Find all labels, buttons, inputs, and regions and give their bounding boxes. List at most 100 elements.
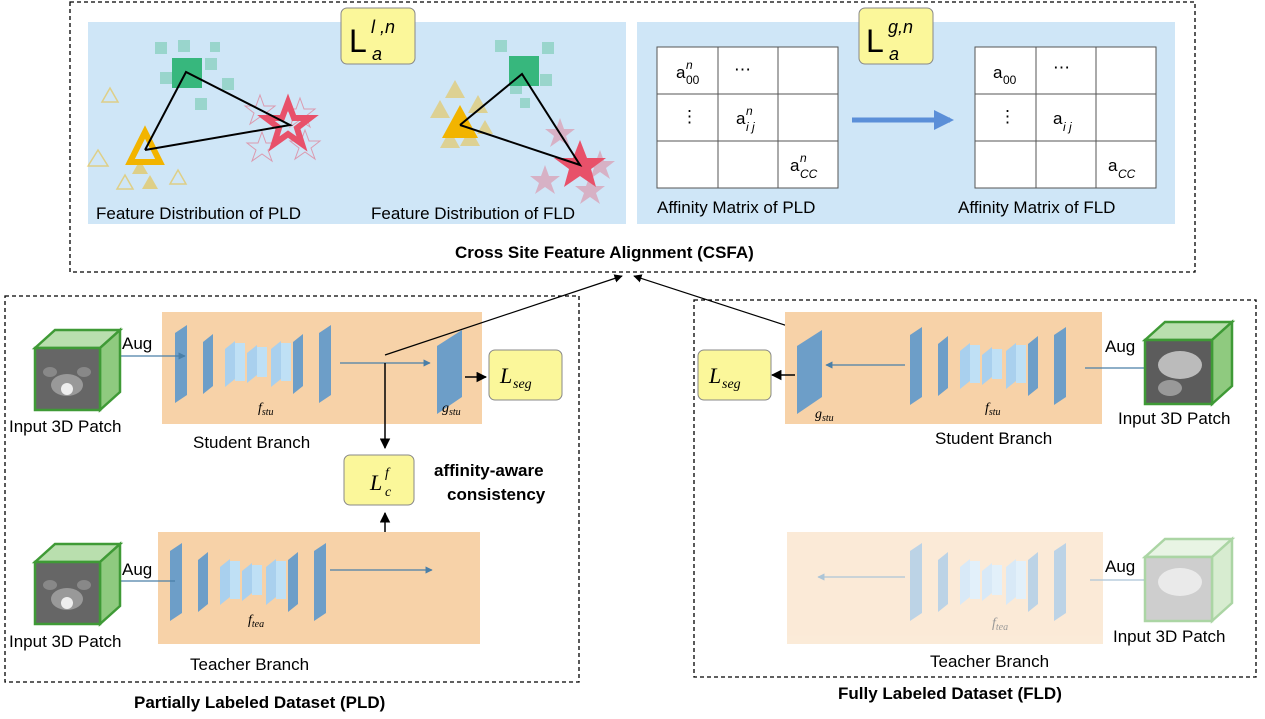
svg-text:i j: i j <box>746 120 755 134</box>
svg-text:a: a <box>790 156 800 175</box>
svg-text:L: L <box>369 470 382 495</box>
pld-frame <box>4 295 580 683</box>
network-layer <box>170 543 182 621</box>
pld-teacher-branch-label: Teacher Branch <box>190 655 309 674</box>
network-layer-side <box>1016 345 1026 383</box>
csfa-title: Cross Site Feature Alignment (CSFA) <box>455 243 754 262</box>
fld-teacher-branch-label: Teacher Branch <box>930 652 1049 671</box>
network-layer <box>982 347 992 385</box>
fld-frame <box>693 299 1257 678</box>
star-marker-pld <box>257 93 319 152</box>
network-layer <box>938 552 948 612</box>
fld-g-stu: gstu <box>815 407 834 424</box>
network-layer <box>1054 543 1066 621</box>
svg-text:L: L <box>499 363 512 388</box>
fld-student-branch-label: Student Branch <box>935 429 1052 448</box>
network-layer <box>271 341 281 387</box>
pld-aug-1: Aug <box>122 334 152 353</box>
svg-text:n: n <box>686 58 693 72</box>
network-layer <box>293 334 303 394</box>
svg-text:seg: seg <box>513 377 532 392</box>
pld-title: Partially Labeled Dataset (PLD) <box>134 693 385 712</box>
consistency-label-1: affinity-aware <box>434 461 544 480</box>
fld-loss-seg: L seg <box>697 349 772 401</box>
network-layer <box>910 543 922 621</box>
fld-aug-2: Aug <box>1105 557 1135 576</box>
network-layer <box>960 343 970 389</box>
fld-student-network <box>910 327 1066 405</box>
network-layer-side <box>252 565 262 595</box>
svg-text:L: L <box>349 23 367 59</box>
pld-input-cube-2 <box>31 541 124 627</box>
network-layer <box>266 559 276 605</box>
svg-text:g,n: g,n <box>888 17 913 37</box>
network-layer <box>198 552 208 612</box>
network-layer <box>220 559 230 605</box>
svg-text:n: n <box>800 151 807 165</box>
pld-f-tea: ftea <box>248 613 264 630</box>
pld-g-stu-layer <box>437 330 462 414</box>
network-layer <box>314 543 326 621</box>
network-layer <box>288 552 298 612</box>
affinity-matrix-fld: a 00 ⋯ ⋮ a i j a CC Affinity Matrix of F… <box>958 46 1157 217</box>
svg-text:i j: i j <box>1063 120 1072 134</box>
network-layer-side <box>281 343 291 381</box>
fld-f-stu: fstu <box>985 401 1001 418</box>
fld-input-cube-1 <box>1141 319 1236 407</box>
svg-text:00: 00 <box>1003 73 1017 87</box>
network-layer-side <box>970 345 980 383</box>
network-layer <box>1054 327 1066 405</box>
network-layer-side <box>230 561 240 599</box>
feature-pld-caption: Feature Distribution of PLD <box>96 204 301 223</box>
svg-text:a: a <box>372 44 382 64</box>
fld-input-label-1: Input 3D Patch <box>1118 409 1230 428</box>
network-layer-side <box>992 565 1002 595</box>
svg-text:a: a <box>1053 109 1063 128</box>
svg-text:n: n <box>746 104 753 118</box>
pld-input-label-2: Input 3D Patch <box>9 632 121 651</box>
pld-student-branch-label: Student Branch <box>193 433 310 452</box>
feature-distribution-fld: Feature Distribution of FLD <box>371 40 615 223</box>
network-layer-side <box>1016 561 1026 599</box>
network-layer-side <box>257 347 267 377</box>
triangle-marker-pld <box>125 125 165 165</box>
network-layer-side <box>276 561 286 599</box>
network-layer-side <box>235 343 245 381</box>
pld-f-stu: fstu <box>258 401 274 418</box>
pld-g-stu: gstu <box>442 401 461 418</box>
network-layer-side <box>992 349 1002 379</box>
pld-input-cube-1 <box>31 327 124 413</box>
network-layer <box>910 327 922 405</box>
svg-text:f: f <box>385 466 391 481</box>
fld-teacher-group <box>787 532 1144 644</box>
network-layer <box>1028 552 1038 612</box>
fld-input-cube-2 <box>1141 536 1236 624</box>
network-layer <box>1006 559 1016 605</box>
fld-title: Fully Labeled Dataset (FLD) <box>838 684 1062 703</box>
svg-text:⋮: ⋮ <box>681 107 698 126</box>
fld-g-stu-layer <box>797 330 822 414</box>
svg-text:L: L <box>866 23 884 59</box>
fld-teacher-bg <box>787 532 1103 644</box>
svg-text:a: a <box>676 63 686 82</box>
svg-text:L: L <box>708 363 721 388</box>
svg-text:CC: CC <box>1118 167 1136 181</box>
svg-text:⋯: ⋯ <box>1053 58 1070 77</box>
feature-distribution-pld: Feature Distribution of PLD <box>86 40 322 223</box>
network-layer <box>242 563 252 601</box>
pld-teacher-network <box>170 543 326 621</box>
network-layer-side <box>970 561 980 599</box>
svg-text:a: a <box>736 109 746 128</box>
pld-input-label-1: Input 3D Patch <box>9 417 121 436</box>
svg-text:a: a <box>1108 156 1118 175</box>
pld-student-network <box>175 325 331 403</box>
network-layer <box>982 563 992 601</box>
network-layer <box>225 341 235 387</box>
svg-text:seg: seg <box>722 377 741 392</box>
network-layer <box>960 559 970 605</box>
affinity-matrix-pld: a 00 n ⋯ ⋮ a i j n a CC n Affinity Matri… <box>656 46 839 217</box>
pld-loss-seg: L seg <box>488 349 563 401</box>
network-layer <box>938 336 948 396</box>
network-layer <box>247 345 257 383</box>
